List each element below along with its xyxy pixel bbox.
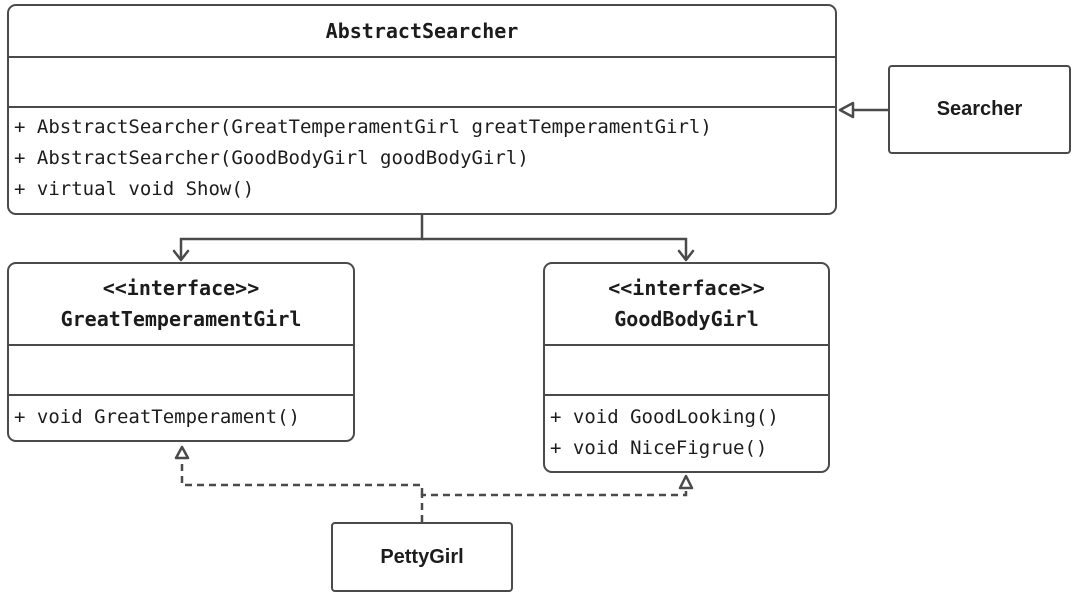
class-abstractsearcher-name-compartment: AbstractSearcher [9, 6, 835, 56]
interface-goodbodygirl-operations-compartment: + void GoodLooking() + void NiceFigrue() [545, 394, 828, 471]
class-abstractsearcher-operations-compartment: + AbstractSearcher(GreatTemperamentGirl … [9, 106, 835, 213]
interface-goodbodygirl: <<interface>> GoodBodyGirl + void GoodLo… [543, 262, 830, 473]
operation-nicefigrue: + void NiceFigrue() [550, 437, 768, 459]
class-pettygirl-name: PettyGirl [380, 545, 464, 568]
class-abstractsearcher-name: AbstractSearcher [325, 18, 519, 43]
generalization-searcher-to-abstractsearcher [838, 101, 888, 119]
class-searcher: Searcher [888, 65, 1071, 154]
interface-greattemperamentgirl-name-compartment: <<interface>> GreatTemperamentGirl [9, 264, 353, 344]
class-abstractsearcher: AbstractSearcher + AbstractSearcher(Grea… [7, 4, 837, 215]
realization-pettygirl-to-interfaces [174, 445, 694, 522]
operation-abstractsearcher-ctor-body: + AbstractSearcher(GoodBodyGirl goodBody… [14, 147, 529, 169]
interface-greattemperamentgirl-stereotype: <<interface>> [102, 276, 260, 300]
operation-abstractsearcher-show: + virtual void Show() [14, 178, 255, 200]
interface-goodbodygirl-name: GoodBodyGirl [614, 307, 759, 331]
interface-goodbodygirl-stereotype: <<interface>> [608, 276, 765, 300]
operation-goodlooking: + void GoodLooking() [550, 406, 779, 428]
interface-goodbodygirl-attributes-compartment [545, 344, 828, 394]
class-searcher-name: Searcher [936, 98, 1023, 120]
operation-abstractsearcher-ctor-temperament: + AbstractSearcher(GreatTemperamentGirl … [14, 116, 712, 138]
interface-greattemperamentgirl-attributes-compartment [9, 344, 353, 394]
class-abstractsearcher-attributes-compartment [9, 56, 835, 106]
class-pettygirl: PettyGirl [331, 522, 513, 592]
interface-greattemperamentgirl-operations-compartment: + void GreatTemperament() [9, 394, 353, 440]
interface-goodbodygirl-name-compartment: <<interface>> GoodBodyGirl [545, 264, 828, 344]
interface-greattemperamentgirl: <<interface>> GreatTemperamentGirl + voi… [7, 262, 355, 442]
association-abstractsearcher-to-interfaces [172, 215, 695, 262]
operation-greattemperament: + void GreatTemperament() [14, 406, 300, 428]
interface-greattemperamentgirl-name: GreatTemperamentGirl [60, 307, 302, 331]
